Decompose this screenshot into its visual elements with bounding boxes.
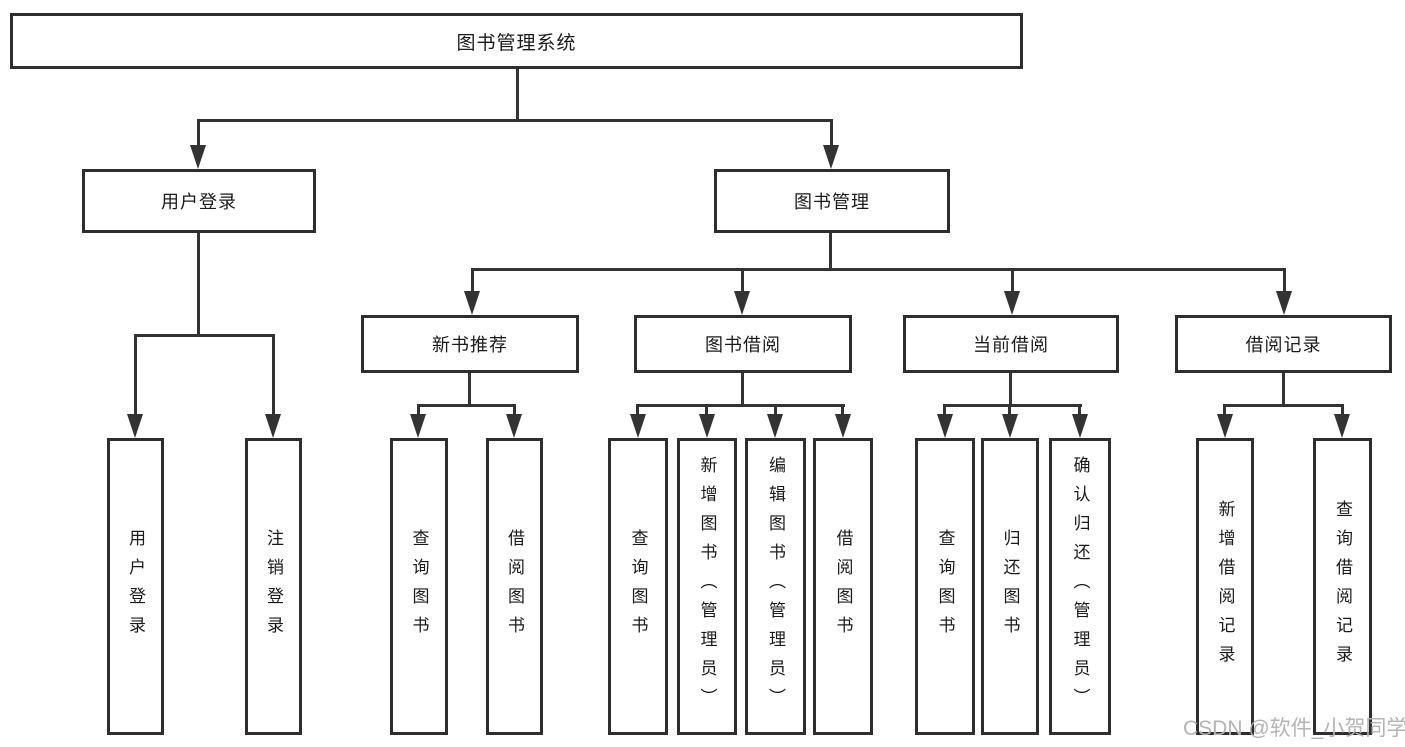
arrow-down-icon	[1002, 414, 1018, 438]
leaf-label: 确认归还（管理员）	[1070, 456, 1090, 717]
leaf-label: 注销登录	[264, 528, 283, 645]
leaf-label: 查询借阅记录	[1333, 499, 1352, 674]
arrow-down-icon	[835, 414, 851, 438]
watermark: CSDN @软件_小贺同学	[1183, 717, 1405, 740]
leaf-user-login: 用户登录	[107, 438, 164, 735]
connector-to-new-book-stem	[471, 268, 474, 292]
leaf-label: 借阅图书	[505, 528, 524, 645]
connector-leaf-stem	[943, 404, 946, 416]
leaf-label: 新增图书（管理员）	[697, 456, 717, 717]
connector-root-hbar	[197, 119, 833, 122]
connector-to-book-borrow-stem	[741, 268, 744, 292]
connector-new-book-stem	[468, 373, 471, 406]
node-label: 图书管理系统	[456, 32, 577, 54]
leaf-label: 新增借阅记录	[1215, 499, 1235, 674]
leaf-logout: 注销登录	[245, 438, 302, 735]
arrow-down-icon	[506, 414, 522, 438]
leaf-label: 查询图书	[628, 528, 648, 645]
node-new-book-recommend: 新书推荐	[361, 315, 579, 373]
leaf-add-books-admin: 新增图书（管理员）	[677, 438, 737, 735]
node-label: 用户登录	[161, 192, 237, 212]
node-user-login: 用户登录	[82, 169, 316, 233]
arrow-down-icon	[767, 414, 783, 438]
connector-leaf-stem	[636, 404, 639, 416]
connector-book-borrow-hbar	[636, 404, 845, 407]
node-label: 借阅记录	[1245, 335, 1322, 355]
leaf-label: 查询图书	[935, 528, 955, 645]
connector-leaf-stem	[1341, 404, 1344, 416]
node-current-borrow: 当前借阅	[903, 315, 1119, 373]
node-book-borrow: 图书借阅	[634, 315, 852, 373]
leaf-borrow-books: 借阅图书	[813, 438, 873, 735]
leaf-edit-books-admin: 编辑图书（管理员）	[745, 438, 806, 735]
arrow-down-icon	[734, 291, 750, 315]
connector-borrow-records-hbar	[1223, 404, 1344, 407]
connector-current-borrow-stem	[1009, 373, 1012, 406]
leaf-return-books: 归还图书	[981, 438, 1039, 735]
leaf-label: 归还图书	[1000, 528, 1020, 645]
arrow-down-icon	[1217, 414, 1233, 438]
leaf-borrow-books: 借阅图书	[486, 438, 543, 735]
arrow-down-icon	[1334, 414, 1350, 438]
arrow-down-icon	[464, 291, 480, 315]
arrow-down-icon	[410, 414, 426, 438]
node-label: 图书借阅	[705, 335, 781, 355]
connector-to-borrow-records-stem	[1283, 268, 1286, 292]
connector-leaf-stem	[513, 404, 516, 416]
connector-to-current-borrow-stem	[1011, 268, 1014, 292]
leaf-label: 编辑图书（管理员）	[766, 456, 785, 717]
node-library-management-system: 图书管理系统	[10, 13, 1023, 69]
connector-book-management-hbar	[471, 268, 1285, 271]
connector-current-borrow-hbar	[943, 404, 1082, 407]
connector-to-book-management-stem	[830, 119, 833, 146]
arrow-down-icon	[823, 145, 839, 169]
connector-root-stem	[516, 69, 519, 119]
arrow-down-icon	[937, 414, 953, 438]
node-label: 新书推荐	[432, 335, 508, 355]
leaf-confirm-return-admin: 确认归还（管理员）	[1049, 438, 1111, 735]
connector-new-book-hbar	[417, 404, 516, 407]
connector-leaf-stem	[1223, 404, 1226, 416]
node-borrow-records: 借阅记录	[1175, 315, 1392, 373]
connector-user-login-hbar	[134, 334, 275, 337]
connector-leaf-stem	[134, 334, 137, 416]
connector-leaf-stem	[272, 334, 275, 416]
leaf-query-books: 查询图书	[390, 438, 448, 735]
node-label: 当前借阅	[973, 335, 1049, 355]
leaf-query-books: 查询图书	[608, 438, 668, 735]
leaf-add-borrow-record: 新增借阅记录	[1196, 438, 1254, 735]
connector-user-login-stem	[197, 233, 200, 336]
leaf-query-books: 查询图书	[915, 438, 975, 735]
leaf-label: 查询图书	[409, 528, 429, 645]
leaf-label: 用户登录	[126, 528, 145, 645]
arrow-down-icon	[699, 414, 715, 438]
connector-leaf-stem	[1078, 404, 1081, 416]
arrow-down-icon	[190, 145, 206, 169]
arrow-down-icon	[630, 414, 646, 438]
connector-leaf-stem	[417, 404, 420, 416]
arrow-down-icon	[1072, 414, 1088, 438]
arrow-down-icon	[1276, 291, 1292, 315]
arrow-down-icon	[127, 414, 143, 438]
node-label: 图书管理	[794, 192, 870, 212]
connector-leaf-stem	[705, 404, 708, 416]
connector-book-borrow-stem	[741, 373, 744, 406]
leaf-query-borrow-record: 查询借阅记录	[1313, 438, 1372, 735]
arrow-down-icon	[1004, 291, 1020, 315]
arrow-down-icon	[265, 414, 281, 438]
node-book-management: 图书管理	[714, 169, 950, 233]
leaf-label: 借阅图书	[833, 528, 853, 645]
connector-book-management-stem	[829, 233, 832, 269]
connector-to-user-login-stem	[197, 119, 200, 146]
connector-borrow-records-stem	[1282, 373, 1285, 406]
connector-leaf-stem	[774, 404, 777, 416]
connector-leaf-stem	[841, 404, 844, 416]
connector-leaf-stem	[1008, 404, 1011, 416]
